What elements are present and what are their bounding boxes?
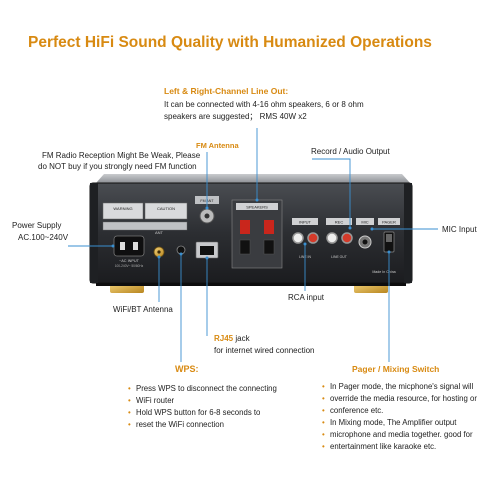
- wps-item-1: Press WPS to disconnect the connecting: [128, 383, 328, 395]
- rca-input-text: INPUT: [299, 220, 312, 225]
- mic-jack-core: [362, 239, 368, 245]
- mic-plate-text: MIC: [361, 220, 368, 225]
- wifi-antenna-label: WiFi/BT Antenna: [113, 305, 173, 314]
- pager-item-1: In Pager mode, the micphone's signal wil…: [322, 381, 500, 393]
- leader-dot-record: [348, 226, 352, 230]
- fm-antenna-label: FM Antenna: [196, 141, 239, 150]
- warning-plate: [102, 202, 144, 220]
- speaker-terminal-left-black: [239, 239, 251, 255]
- leader-dot-wps: [179, 252, 183, 256]
- rca-output-right: [341, 232, 353, 244]
- power-supply-value: AC.100~240V: [18, 233, 69, 242]
- rca-output-left: [326, 232, 338, 244]
- wps-item-4: reset the WiFi connection: [128, 419, 328, 431]
- leader-lines: [68, 128, 438, 362]
- rca-input-left: [292, 232, 304, 244]
- leader-dot-fm: [205, 206, 209, 210]
- wps-list: Press WPS to disconnect the connecting W…: [128, 383, 328, 431]
- caution-plate-text: CAUTION: [157, 206, 175, 211]
- caution-plate: [144, 202, 188, 220]
- rj45-label-bold: RJ45: [214, 334, 234, 343]
- speaker-panel: [231, 199, 283, 269]
- right-side-fin: [404, 183, 412, 283]
- speaker-terminal-right-black: [263, 239, 275, 255]
- speaker-terminal-left-red: [240, 220, 250, 234]
- pager-item-5-text: microphone and media together. good for: [330, 430, 473, 439]
- power-supply-label: Power Supply: [12, 221, 62, 230]
- speaker-panel-text: SPEAKERS: [246, 205, 268, 210]
- power-pin-left: [120, 242, 125, 250]
- rating-plate: [102, 221, 188, 231]
- top-cover: [96, 174, 410, 183]
- line-out-title: Left & Right-Channel Line Out:: [164, 86, 289, 96]
- pager-switch-toggle: [386, 234, 392, 242]
- pager-list: In Pager mode, the micphone's signal wil…: [322, 381, 500, 453]
- leader-dots: [111, 198, 391, 260]
- leader-dot-pager: [387, 250, 391, 254]
- leader-dot-line-out: [255, 198, 259, 202]
- bottom-shadow: [96, 283, 406, 286]
- voltage-text: 100-240V~ 50/60Hz: [115, 264, 144, 268]
- wps-item-4-text: reset the WiFi connection: [136, 420, 224, 429]
- speaker-terminal-right-red: [264, 220, 274, 234]
- line-out-text: LINE OUT: [331, 255, 347, 259]
- wps-item-3: Hold WPS button for 6-8 seconds to: [128, 407, 328, 419]
- pager-item-4: In Mixing mode, The Amplifier output: [322, 417, 500, 429]
- record-output-label: Record / Audio Output: [311, 147, 390, 156]
- pager-item-3: conference etc.: [322, 405, 500, 417]
- pager-title: Pager / Mixing Switch: [352, 364, 440, 374]
- pager-item-2: override the media resource, for hosting…: [322, 393, 500, 405]
- wifi-port-label: ANT: [155, 230, 164, 235]
- wps-item-2-text: WiFi router: [136, 396, 175, 405]
- pager-item-6-text: entertainment like karaoke etc.: [330, 442, 437, 451]
- page-headline: Perfect HiFi Sound Quality with Humanize…: [28, 34, 432, 51]
- wps-title: WPS:: [175, 364, 199, 374]
- rj45-label-rest: jack: [233, 334, 250, 343]
- line-out-desc-1: It can be connected with 4-16 ohm speake…: [164, 100, 364, 109]
- power-socket: [113, 235, 145, 257]
- wps-item-2: WiFi router: [128, 395, 328, 407]
- rca-output-plate: [326, 218, 352, 225]
- line-out-desc-2: speakers are suggested； RMS 40W x2: [164, 112, 307, 121]
- fm-warning-line-1: FM Radio Reception Might Be Weak, Please: [42, 151, 201, 160]
- leader-dot-rca: [303, 242, 307, 246]
- fm-antenna-connector-core: [204, 213, 210, 219]
- rca-input-right: [307, 232, 319, 244]
- rca-input-plate: [292, 218, 318, 225]
- speaker-panel-header: [236, 203, 278, 210]
- pager-item-6: entertainment like karaoke etc.: [322, 441, 500, 453]
- wifi-antenna-connector-core: [157, 250, 161, 254]
- leader-record-output: [312, 158, 351, 228]
- pager-item-5: microphone and media together. good for: [322, 429, 500, 441]
- rj45-port-opening: [200, 246, 214, 255]
- leader-dot-mic: [370, 227, 374, 231]
- pager-plate-text: PAGER: [382, 220, 396, 225]
- pager-item-3-text: conference etc.: [330, 406, 384, 415]
- fm-warning-line-2: do NOT buy if you strongly need FM funct…: [38, 162, 197, 171]
- mic-input-label: MIC Input: [442, 225, 477, 234]
- ac-input-text: ~AC INPUT: [119, 259, 140, 263]
- leader-dot-wifi: [157, 255, 161, 259]
- leader-dot-rj45: [205, 256, 209, 260]
- rj45-desc: for internet wired connection: [214, 346, 315, 355]
- pager-plate: [378, 218, 400, 225]
- pager-item-2-text: override the media resource, for hosting…: [330, 394, 477, 403]
- rca-input-label: RCA input: [288, 293, 325, 302]
- left-side-fin: [90, 183, 98, 283]
- mic-plate: [356, 218, 374, 225]
- power-pin-right: [133, 242, 138, 250]
- warning-plate-text: WARNING: [113, 206, 132, 211]
- made-in-text: Made In China: [372, 270, 395, 274]
- rca-output-text: REC: [335, 220, 344, 225]
- leader-dot-power: [111, 244, 115, 248]
- rj45-label: RJ45 jack: [214, 333, 250, 344]
